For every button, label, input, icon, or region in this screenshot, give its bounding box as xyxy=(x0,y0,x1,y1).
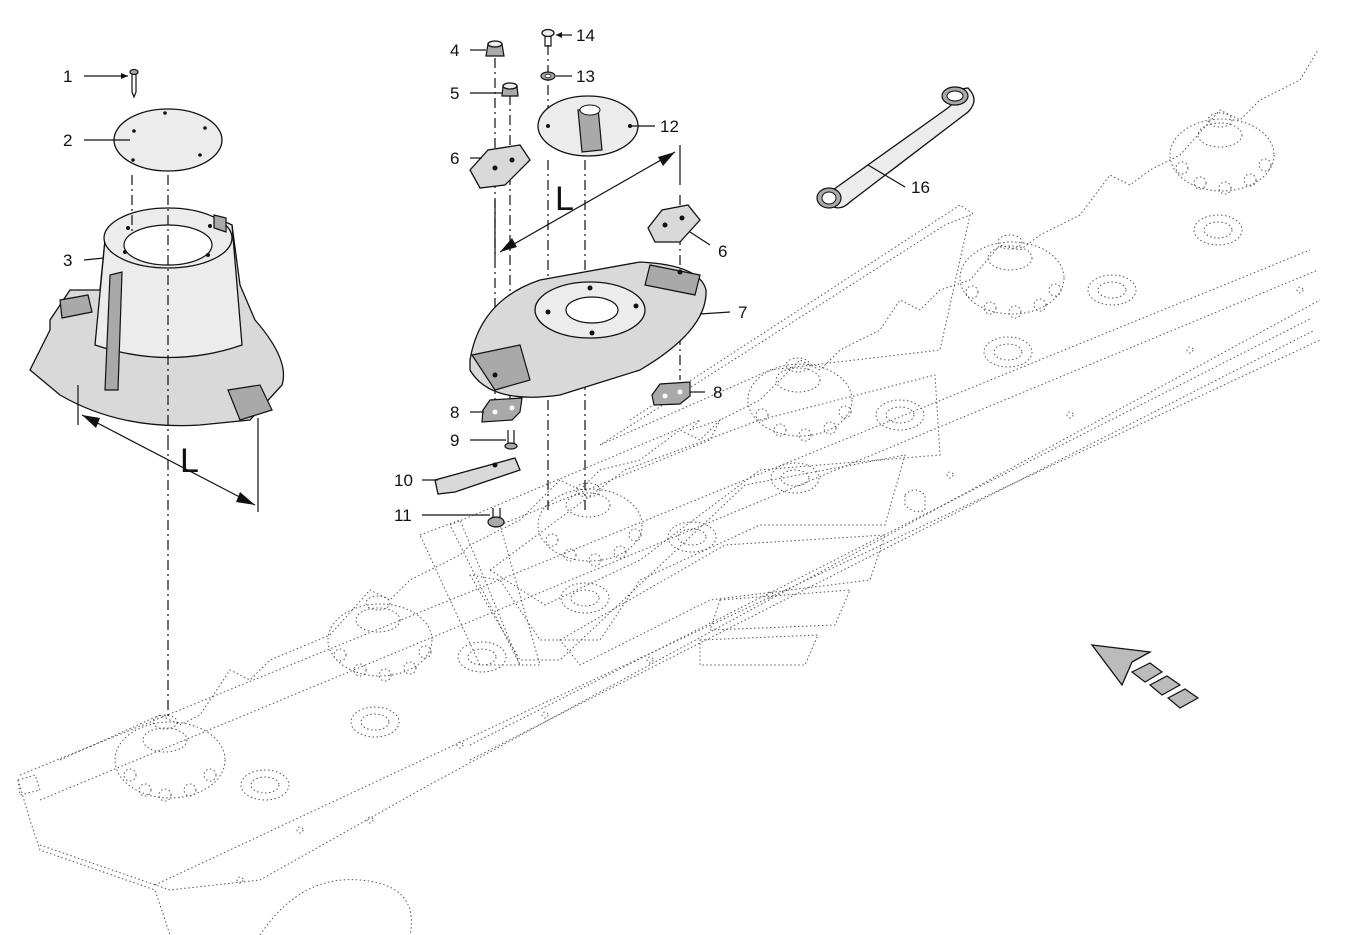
cutter-bar xyxy=(17,49,1321,935)
disc-housing-3 xyxy=(537,482,643,567)
disc-housing-2 xyxy=(327,595,433,682)
callout-7: 7 xyxy=(738,303,747,322)
callout-10: 10 xyxy=(394,471,413,490)
callout-16: 16 xyxy=(911,178,930,197)
callout-3: 3 xyxy=(63,251,72,270)
part-16-ring-spanner xyxy=(816,86,975,209)
callout-13: 13 xyxy=(576,67,595,86)
brand-logo-outline xyxy=(419,204,976,666)
callouts: 1 2 3 4 5 6 6 7 8 8 9 10 11 12 13 14 16 xyxy=(63,26,930,525)
part-14-bolt xyxy=(541,28,555,47)
callout-9: 9 xyxy=(450,431,459,450)
dimension-left: L xyxy=(77,385,259,512)
callout-11: 11 xyxy=(394,506,412,525)
callout-6-right: 6 xyxy=(718,242,727,261)
part-4-nut xyxy=(485,40,505,57)
disc-housing-6 xyxy=(1169,112,1275,195)
callout-4: 4 xyxy=(450,41,459,60)
part-2-cover-plate xyxy=(113,108,223,172)
part-6-skid-left xyxy=(469,144,531,189)
part-3-drum-housing xyxy=(29,207,285,427)
disc-housing-4 xyxy=(747,357,853,442)
part-11-blade-bolt xyxy=(487,508,505,528)
callout-2: 2 xyxy=(63,131,72,150)
dimension-top: L xyxy=(494,145,681,258)
part-7-cutting-disc xyxy=(469,261,707,398)
part-10-blade xyxy=(434,457,521,495)
callout-14: 14 xyxy=(576,26,595,45)
part-6-skid-right xyxy=(647,204,701,243)
part-13-washer xyxy=(540,71,556,81)
dimension-label-left: L xyxy=(180,442,199,480)
callout-12: 12 xyxy=(660,117,679,136)
gearbox-housings xyxy=(114,112,1275,802)
callout-8-left: 8 xyxy=(450,403,459,422)
part-9-bolt xyxy=(504,430,518,450)
disc-housing-1 xyxy=(114,714,226,802)
part-1-screw xyxy=(129,68,139,99)
part-12-protector-cap xyxy=(537,95,639,157)
part-8-plate-left xyxy=(481,397,523,423)
dimension-label-top: L xyxy=(555,180,574,218)
disc-housing-5 xyxy=(959,234,1065,319)
part-8-plate-right xyxy=(651,381,691,406)
callout-8-right: 8 xyxy=(713,383,722,402)
callout-1: 1 xyxy=(63,67,72,86)
travel-direction-arrow xyxy=(1090,644,1200,709)
part-5-nut xyxy=(501,82,519,97)
leader-lines xyxy=(83,32,906,516)
callout-6-left: 6 xyxy=(450,149,459,168)
callout-5: 5 xyxy=(450,84,459,103)
